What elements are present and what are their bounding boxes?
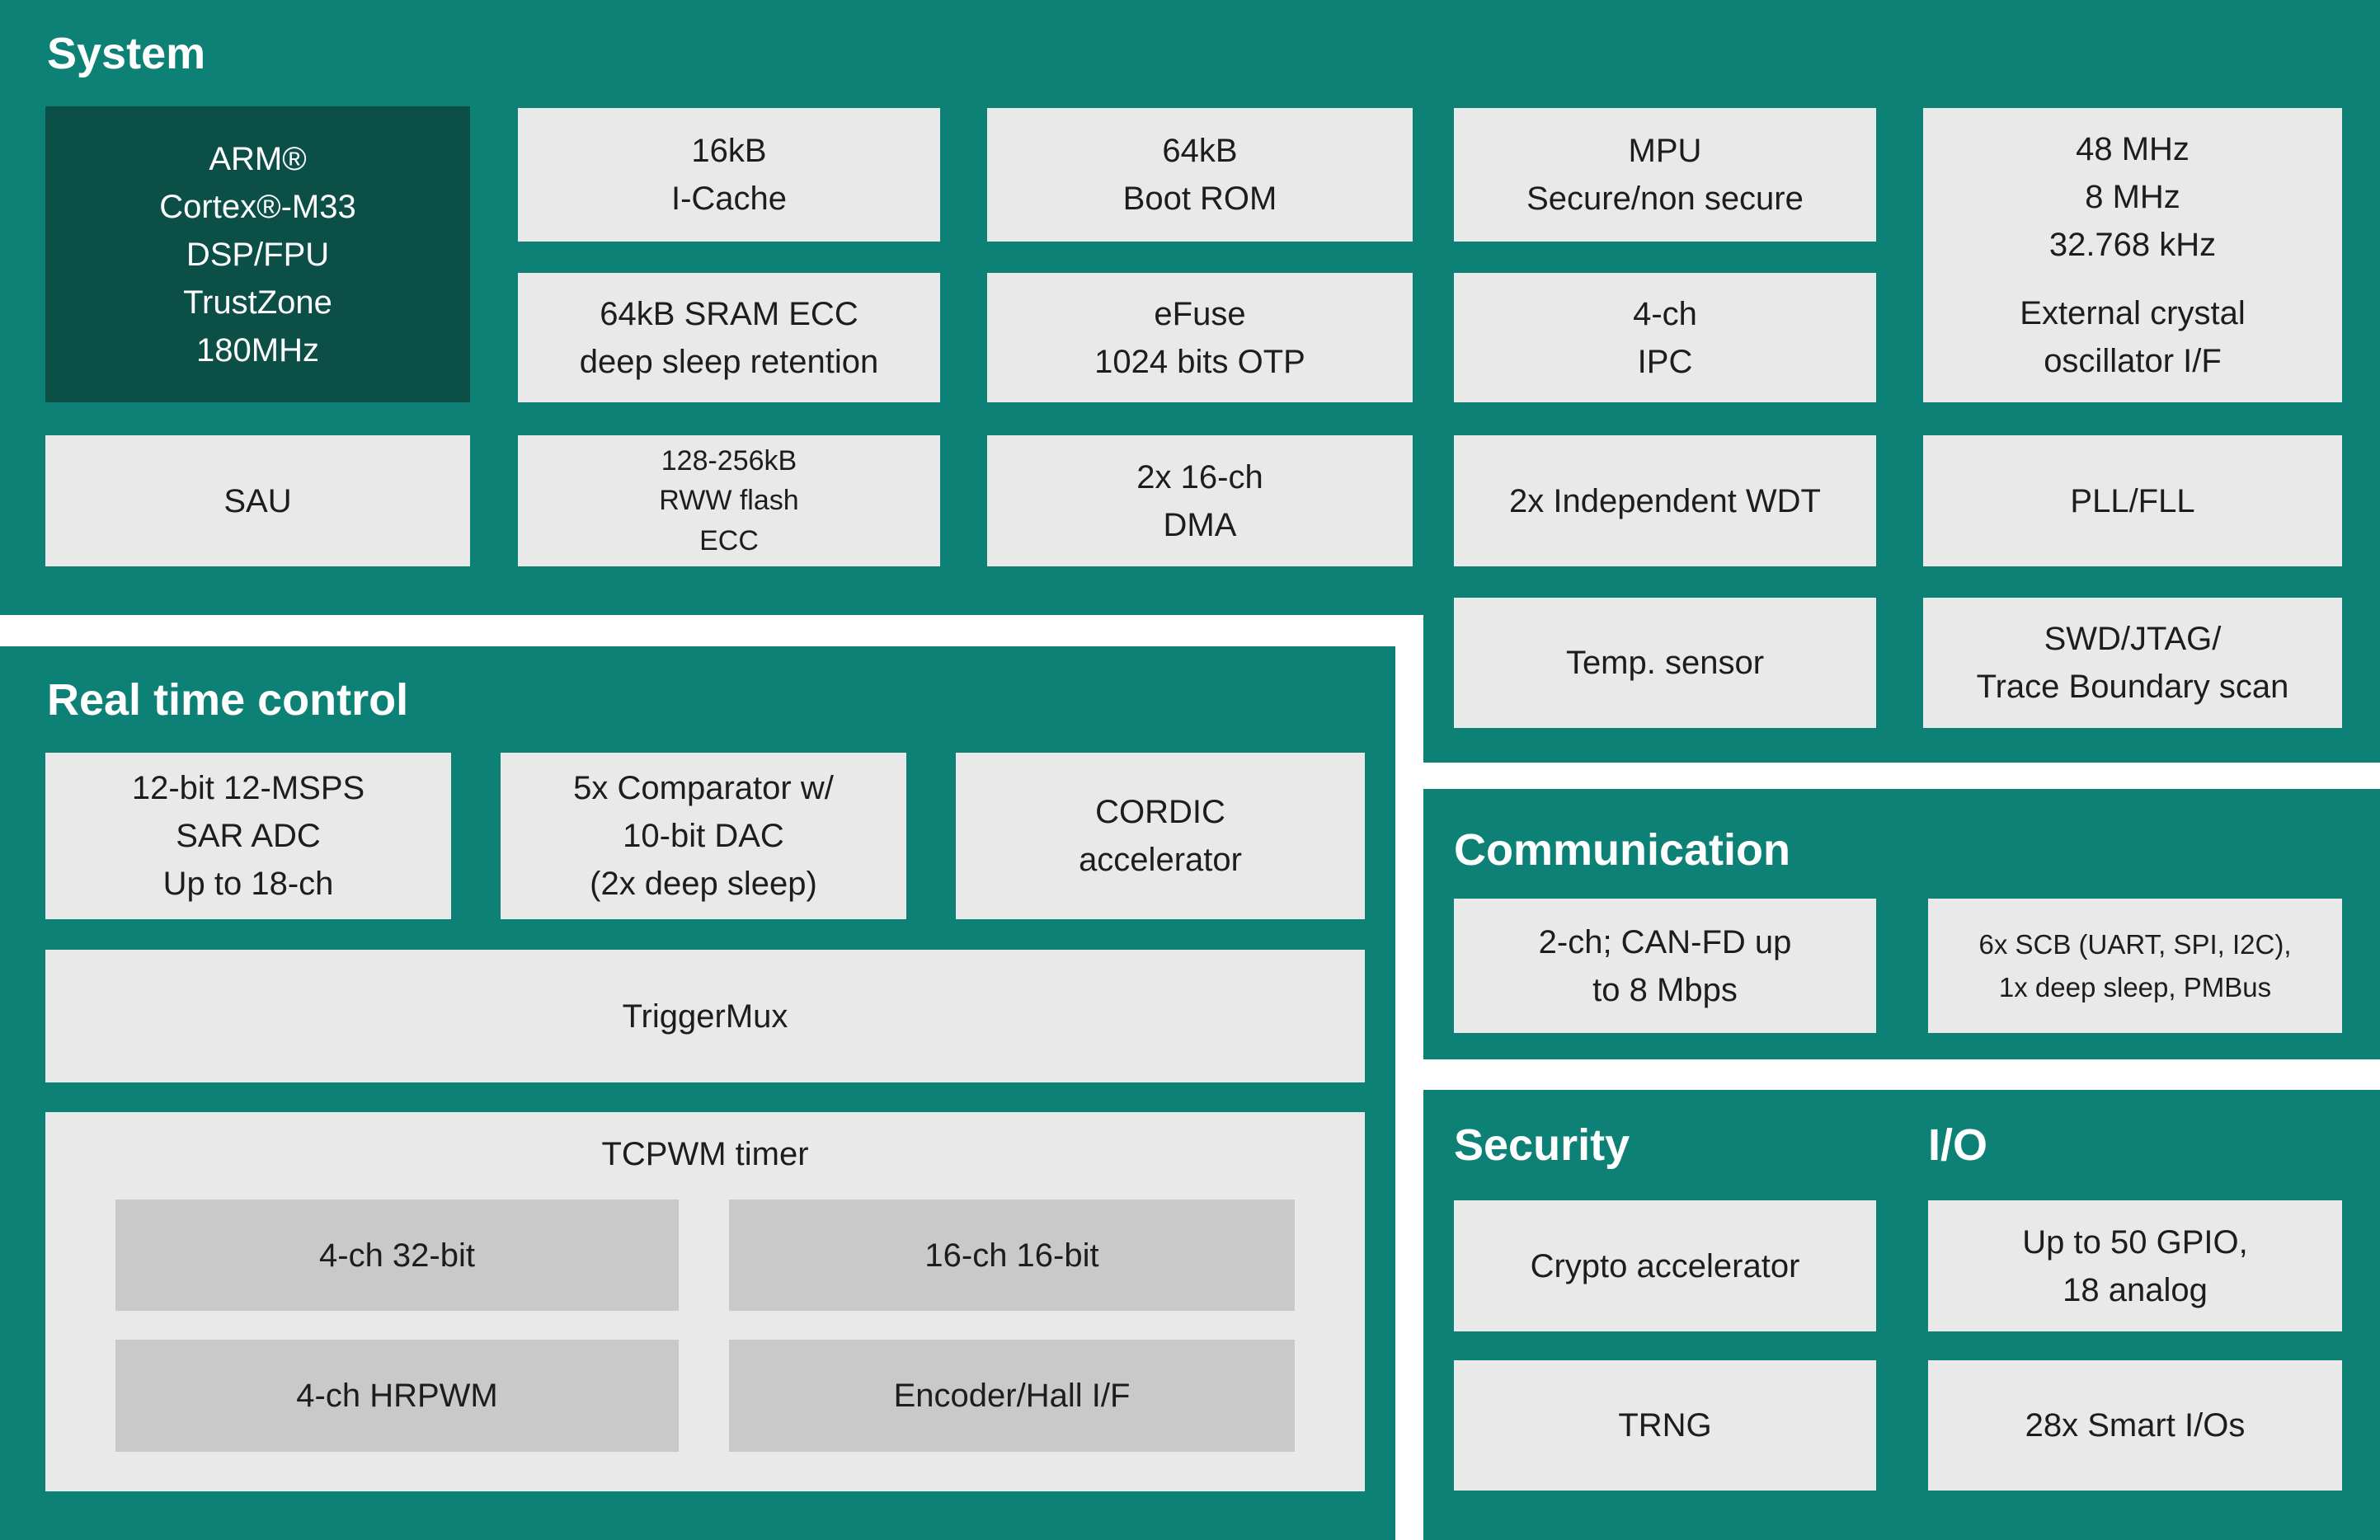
block-scb: 6x SCB (UART, SPI, I2C), 1x deep sleep, … — [1928, 899, 2342, 1033]
block-comparator-dac: 5x Comparator w/ 10-bit DAC (2x deep sle… — [501, 753, 906, 919]
block-dma: 2x 16-ch DMA — [987, 435, 1413, 566]
block-sar-adc: 12-bit 12-MSPS SAR ADC Up to 18-ch — [45, 753, 451, 919]
block-temp-sensor: Temp. sensor — [1454, 598, 1876, 728]
io-section-title: I/O — [1928, 1120, 1988, 1170]
real-time-control-section-title: Real time control — [47, 675, 409, 725]
block-efuse-otp: eFuse 1024 bits OTP — [987, 273, 1413, 402]
block-gpio: Up to 50 GPIO, 18 analog — [1928, 1200, 2342, 1331]
block-tcpwm-encoder-hall: Encoder/Hall I/F — [729, 1340, 1295, 1452]
security-section-title: Security — [1454, 1120, 1630, 1170]
block-tcpwm-timer: TCPWM timer 4-ch 32-bit 16-ch 16-bit 4-c… — [45, 1112, 1365, 1491]
block-mpu: MPU Secure/non secure — [1454, 108, 1876, 242]
block-can-fd: 2-ch; CAN-FD up to 8 Mbps — [1454, 899, 1876, 1033]
block-trng: TRNG — [1454, 1360, 1876, 1491]
block-boot-rom: 64kB Boot ROM — [987, 108, 1413, 242]
block-sau: SAU — [45, 435, 470, 566]
block-smart-io: 28x Smart I/Os — [1928, 1360, 2342, 1491]
external-crystal-oscillator: External crystal oscillator I/F — [2020, 295, 2246, 379]
block-tcpwm-hrpwm: 4-ch HRPWM — [115, 1340, 679, 1452]
block-crypto-accelerator: Crypto accelerator — [1454, 1200, 1876, 1331]
block-ipc: 4-ch IPC — [1454, 273, 1876, 402]
tcpwm-timer-title: TCPWM timer — [601, 1136, 809, 1172]
block-sram: 64kB SRAM ECC deep sleep retention — [518, 273, 940, 402]
system-section-title: System — [47, 29, 206, 78]
clock-frequencies: 48 MHz 8 MHz 32.768 kHz — [2048, 131, 2217, 263]
block-watchdog-timers: 2x Independent WDT — [1454, 435, 1876, 566]
block-swd-jtag-trace: SWD/JTAG/ Trace Boundary scan — [1923, 598, 2342, 728]
block-pll-fll: PLL/FLL — [1923, 435, 2342, 566]
block-trigger-mux: TriggerMux — [45, 950, 1365, 1082]
block-arm-cortex-m33-cpu: ARM® Cortex®-M33 DSP/FPU TrustZone 180MH… — [45, 106, 470, 402]
block-tcpwm-16ch-16bit: 16-ch 16-bit — [729, 1200, 1295, 1311]
block-cordic-accelerator: CORDIC accelerator — [956, 753, 1365, 919]
communication-section-title: Communication — [1454, 825, 1791, 875]
block-rww-flash: 128-256kB RWW flash ECC — [518, 435, 940, 566]
block-clocks-crystal-oscillator: 48 MHz 8 MHz 32.768 kHz External crystal… — [1923, 108, 2342, 402]
block-tcpwm-4ch-32bit: 4-ch 32-bit — [115, 1200, 679, 1311]
block-i-cache: 16kB I-Cache — [518, 108, 940, 242]
